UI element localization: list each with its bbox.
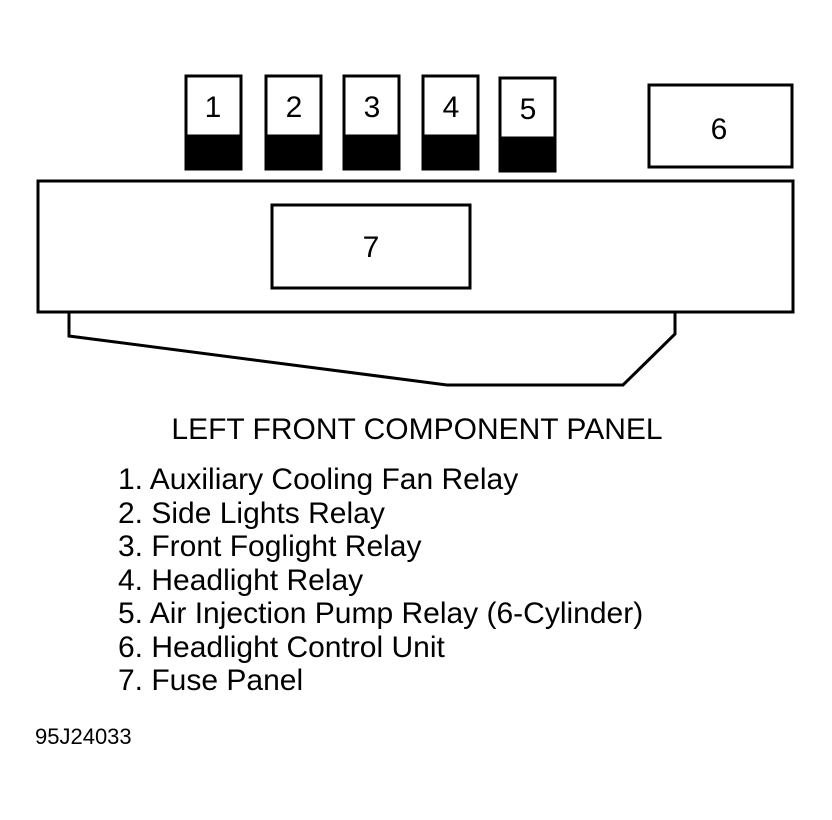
relay-4: 4 bbox=[421, 74, 480, 171]
legend-item-1: 1. Auxiliary Cooling Fan Relay bbox=[118, 463, 519, 496]
fuse-panel-7-label: 7 bbox=[363, 231, 380, 264]
relay-5: 5 bbox=[498, 76, 557, 173]
relay-1: 1 bbox=[184, 74, 243, 171]
relay-2-label: 2 bbox=[286, 91, 303, 124]
relay-5-label: 5 bbox=[520, 93, 537, 126]
legend-item-6: 6. Headlight Control Unit bbox=[118, 630, 445, 664]
unit-6-label: 6 bbox=[711, 113, 728, 146]
legend-item-4: 4. Headlight Relay bbox=[118, 563, 364, 597]
headlight-control-unit-6: 6 bbox=[647, 83, 794, 169]
relay-3-label: 3 bbox=[364, 91, 381, 124]
legend-item-3: 3. Front Foglight Relay bbox=[118, 530, 422, 563]
legend-item-5: 5. Air Injection Pump Relay (6-Cylinder) bbox=[118, 597, 644, 630]
relay-4-label: 4 bbox=[443, 91, 460, 124]
legend-list: 1. Auxiliary Cooling Fan Relay 2. Side L… bbox=[118, 463, 643, 698]
relay-2: 2 bbox=[264, 74, 323, 171]
fuse-panel-7: 7 bbox=[270, 203, 472, 290]
relay-3: 3 bbox=[342, 74, 401, 171]
figure-id: 95J24033 bbox=[35, 724, 132, 749]
legend-item-7: 7. Fuse Panel bbox=[118, 664, 304, 697]
panel-bracket bbox=[67, 312, 677, 387]
relay-1-label: 1 bbox=[205, 91, 222, 124]
legend-item-2: 2. Side Lights Relay bbox=[118, 496, 385, 530]
diagram-title: LEFT FRONT COMPONENT PANEL bbox=[171, 413, 663, 446]
